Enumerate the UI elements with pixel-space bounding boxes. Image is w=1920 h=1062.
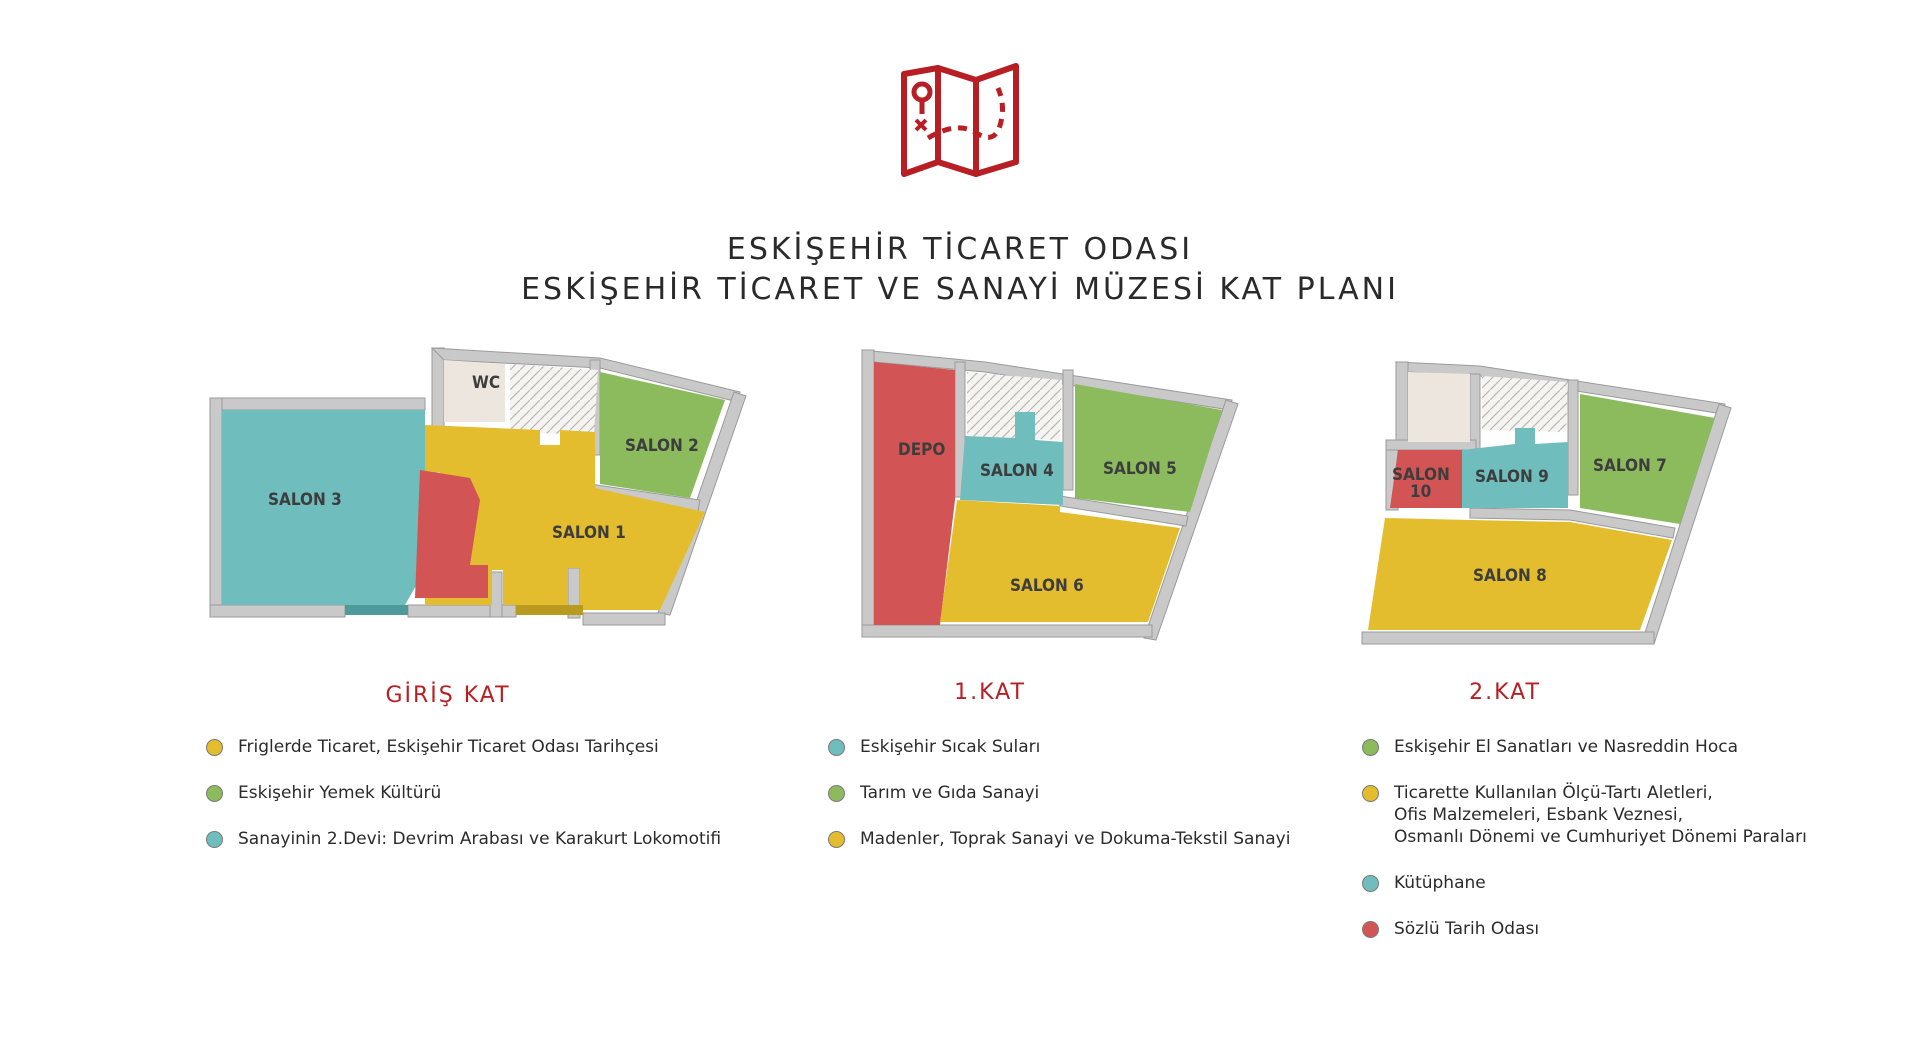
legend-text: Sözlü Tarih Odası xyxy=(1394,919,1540,939)
legend-dot xyxy=(828,785,845,802)
legend-text: Eskişehir Sıcak Suları xyxy=(860,737,1041,757)
label-salon-10-line2: 10 xyxy=(1410,482,1431,502)
legend-text: Madenler, Toprak Sanayi ve Dokuma-Teksti… xyxy=(860,829,1291,849)
legend-dot xyxy=(206,739,223,756)
stairwell xyxy=(510,364,598,435)
legend-item: Kütüphane xyxy=(1362,872,1807,894)
room-depo xyxy=(874,362,955,625)
legend-dot xyxy=(828,831,845,848)
legend-text: Sanayinin 2.Devi: Devrim Arabası ve Kara… xyxy=(238,829,722,849)
legend-second: Eskişehir El Sanatları ve Nasreddin Hoca… xyxy=(1362,736,1807,964)
room-salon-7 xyxy=(1580,394,1715,524)
legend-text: Kütüphane xyxy=(1394,873,1486,893)
room-salon-1 xyxy=(425,425,705,610)
legend-text-line: Osmanlı Dönemi ve Cumhuriyet Dönemi Para… xyxy=(1394,827,1807,847)
legend-text: Friglerde Ticaret, Eskişehir Ticaret Oda… xyxy=(238,737,659,757)
room-beige-second xyxy=(1408,372,1470,442)
legend-item: Sanayinin 2.Devi: Devrim Arabası ve Kara… xyxy=(206,828,721,850)
label-salon-4: SALON 4 xyxy=(980,461,1054,481)
room-salon-9 xyxy=(1462,428,1568,508)
stairwell xyxy=(967,372,1062,440)
label-depo: DEPO xyxy=(898,440,945,460)
label-salon-8: SALON 8 xyxy=(1473,566,1547,586)
legend-item: Friglerde Ticaret, Eskişehir Ticaret Oda… xyxy=(206,736,721,758)
label-salon-2: SALON 2 xyxy=(625,436,699,456)
legend-item: Ticarette Kullanılan Ölçü-Tartı Aletleri… xyxy=(1362,782,1807,848)
legend-dot xyxy=(1362,875,1379,892)
room-salon-8 xyxy=(1368,518,1672,630)
room-salon-3 xyxy=(222,410,425,605)
legend-dot xyxy=(828,739,845,756)
label-salon-7: SALON 7 xyxy=(1593,456,1667,476)
legend-text: Tarım ve Gıda Sanayi xyxy=(860,783,1040,803)
legend-dot xyxy=(206,785,223,802)
label-salon-9: SALON 9 xyxy=(1475,467,1549,487)
room-salon-5 xyxy=(1075,384,1222,512)
legend-dot xyxy=(1362,921,1379,938)
room-salon-2 xyxy=(600,372,725,498)
room-salon-10 xyxy=(1390,450,1462,508)
floor-plan-first: DEPO SALON 4 SALON 5 SALON 6 xyxy=(860,349,1239,641)
label-salon-5: SALON 5 xyxy=(1103,459,1177,479)
legend-text-line: Ofis Malzemeleri, Esbank Veznesi, xyxy=(1394,805,1683,825)
door-gap-yellow xyxy=(516,605,583,615)
legend-item: Tarım ve Gıda Sanayi xyxy=(828,782,1290,804)
label-salon-1: SALON 1 xyxy=(552,523,626,543)
door-gap xyxy=(345,605,408,615)
floor-plan-second: SALON 10 SALON 9 SALON 7 SALON 8 xyxy=(1361,361,1732,645)
room-salon-4 xyxy=(960,412,1063,505)
legend-item: Madenler, Toprak Sanayi ve Dokuma-Teksti… xyxy=(828,828,1290,850)
header: ESKİŞEHİR TİCARET ODASI ESKİŞEHİR TİCARE… xyxy=(0,62,1920,310)
label-wc: WC xyxy=(472,373,500,393)
legend-item: Eskişehir El Sanatları ve Nasreddin Hoca xyxy=(1362,736,1807,758)
legend-ground: Friglerde Ticaret, Eskişehir Ticaret Oda… xyxy=(206,736,721,874)
legend-text: Eskişehir Yemek Kültürü xyxy=(238,783,442,803)
legend-dot xyxy=(206,831,223,848)
room-wc xyxy=(444,360,505,422)
legend-first: Eskişehir Sıcak Suları Tarım ve Gıda San… xyxy=(828,736,1290,874)
room-salon-6 xyxy=(940,500,1180,622)
legend-item: Sözlü Tarih Odası xyxy=(1362,918,1807,940)
floor-title-first: 1.KAT xyxy=(954,680,1026,705)
label-salon-3: SALON 3 xyxy=(268,490,342,510)
legend-text-line: Ticarette Kullanılan Ölçü-Tartı Aletleri… xyxy=(1394,783,1713,803)
floor-plan-ground: WC SALON 3 SALON 2 SALON 1 xyxy=(209,347,747,626)
page-title: ESKİŞEHİR TİCARET ODASI ESKİŞEHİR TİCARE… xyxy=(0,230,1920,310)
label-salon-6: SALON 6 xyxy=(1010,576,1084,596)
legend-dot xyxy=(1362,785,1379,802)
floor-title-ground: GİRİŞ KAT xyxy=(385,683,511,708)
title-line-1: ESKİŞEHİR TİCARET ODASI xyxy=(726,232,1194,267)
legend-text: Eskişehir El Sanatları ve Nasreddin Hoca xyxy=(1394,737,1738,757)
floor-title-second: 2.KAT xyxy=(1469,680,1541,705)
title-line-2: ESKİŞEHİR TİCARET VE SANAYİ MÜZESİ KAT P… xyxy=(521,272,1399,307)
stairwell xyxy=(1482,376,1568,432)
legend-dot xyxy=(1362,739,1379,756)
label-salon-10-line1: SALON xyxy=(1392,465,1450,485)
legend-item: Eskişehir Yemek Kültürü xyxy=(206,782,721,804)
legend-item: Eskişehir Sıcak Suları xyxy=(828,736,1290,758)
room-red-ground xyxy=(415,470,488,598)
folded-map-icon xyxy=(901,63,1019,177)
